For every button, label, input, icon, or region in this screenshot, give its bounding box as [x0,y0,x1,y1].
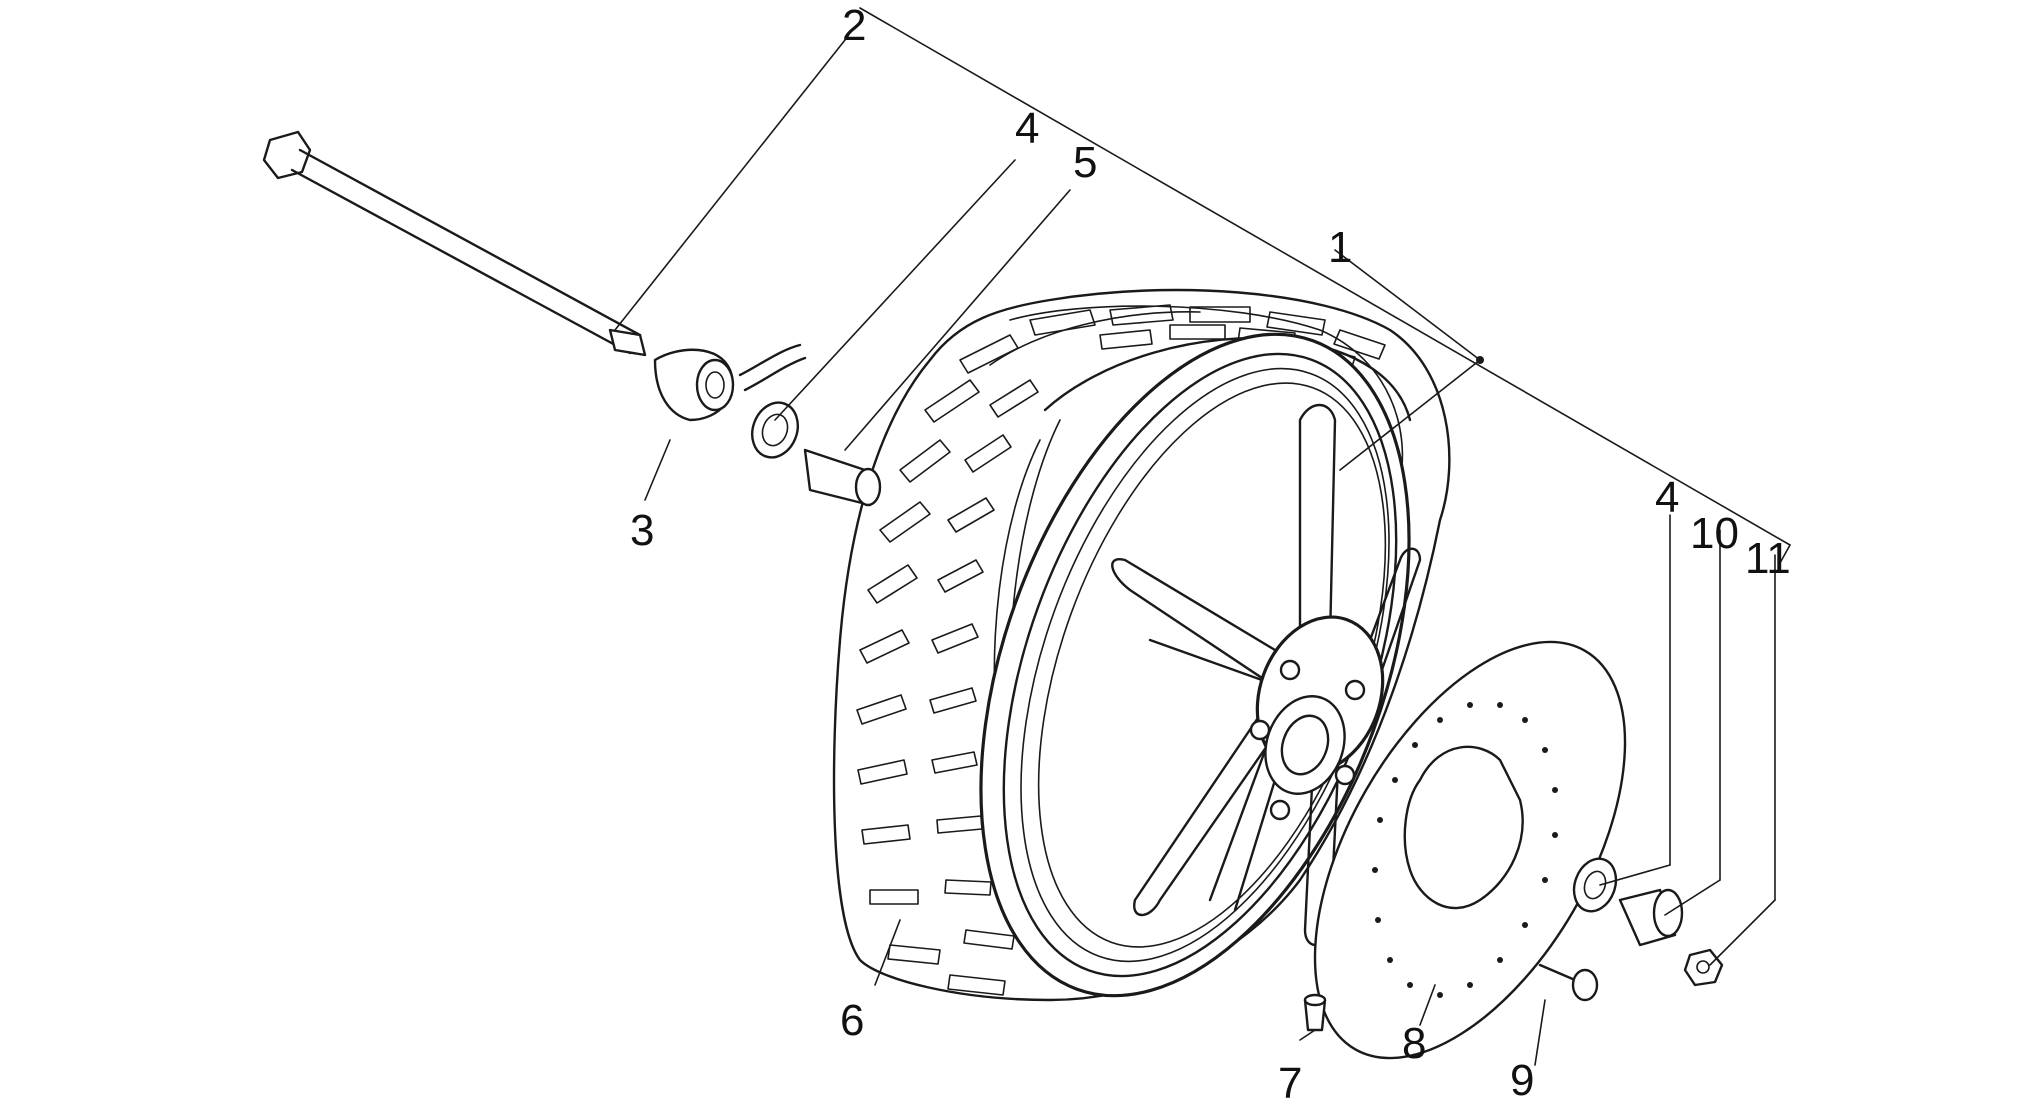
callout-6: 6 [840,996,864,1045]
callout-10: 10 [1690,509,1739,558]
callout-4-right: 4 [1655,473,1679,522]
callout-9: 9 [1510,1056,1534,1105]
callout-11: 11 [1745,534,1791,583]
assembly-bracket-line [859,7,1791,564]
callout-labels: 2 1 4 5 3 6 7 8 9 4 10 11 [630,1,1791,1108]
callout-2: 2 [842,1,866,50]
bearing-right-part [1572,857,1618,913]
callout-1: 1 [1328,223,1352,272]
callout-dot [1476,356,1484,364]
callout-4-left: 4 [1015,104,1039,153]
spacer-part [803,448,882,507]
speedo-drive-part [653,343,807,422]
disc-bolt-part [1538,963,1599,1002]
axle-nut-part [1683,948,1724,987]
rim-part [979,332,1422,998]
valve-part [1303,993,1327,1032]
callout-8: 8 [1402,1019,1426,1068]
hub [1249,615,1385,821]
bearing-left-part [751,401,799,459]
callout-5: 5 [1073,138,1097,187]
spacer-bush-part [1618,888,1684,947]
callout-7: 7 [1278,1059,1302,1108]
leader-lines [614,39,1776,1066]
brake-disc-part [1313,640,1627,1060]
axle-bolt-part [262,130,647,357]
callout-3: 3 [630,506,654,555]
